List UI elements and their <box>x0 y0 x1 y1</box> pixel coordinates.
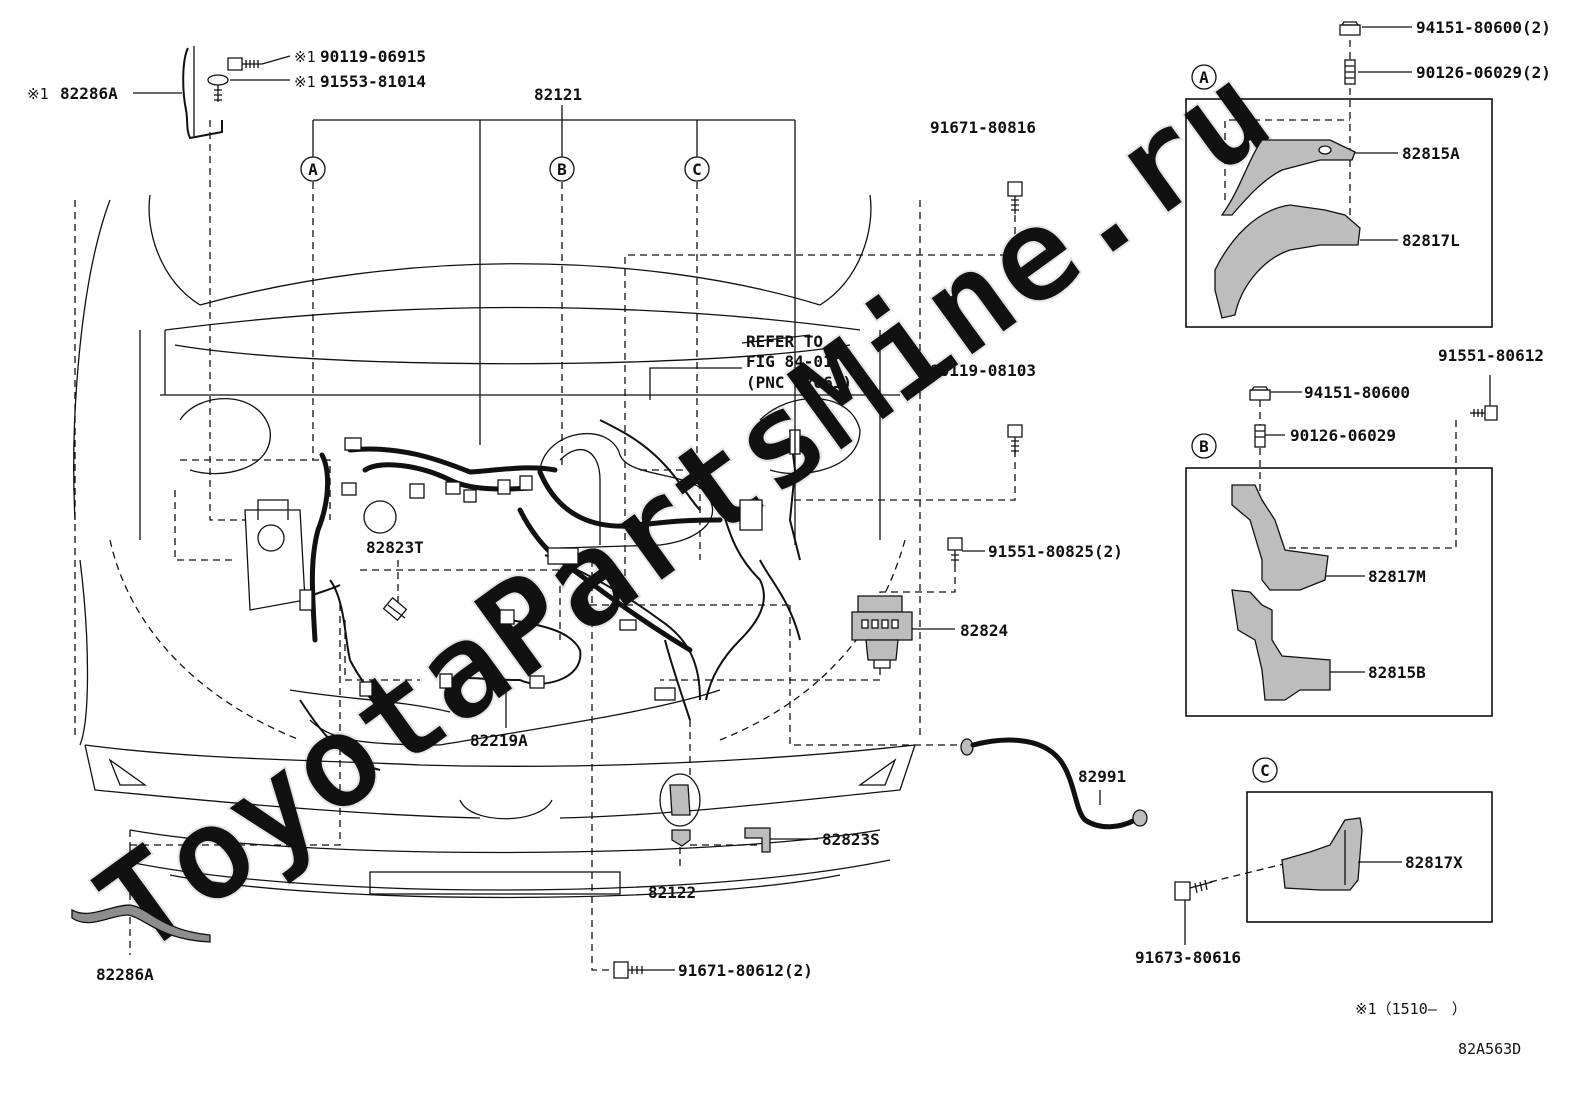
bracket-82815A-icon <box>1220 139 1356 216</box>
label-82823T: 82823T <box>366 538 424 557</box>
svg-text:C: C <box>1260 761 1270 780</box>
svg-text:B: B <box>1199 437 1209 456</box>
view-a-callout-detail: A <box>1191 64 1217 90</box>
view-a-panel <box>1185 40 1493 328</box>
label-90126-06029-2: 90126-06029(2) <box>1416 63 1551 82</box>
label-90119-06915: 90119-06915 <box>320 47 426 66</box>
bolt-91551-80612-icon <box>1470 405 1498 421</box>
label-82286A-top: 82286A <box>60 84 118 103</box>
bracket-82817M-icon <box>1231 484 1329 591</box>
stud-90126-06029-icon <box>1254 424 1266 448</box>
nut-94151-80600-icon <box>1249 386 1271 401</box>
bolt-91551-80825-icon <box>947 537 963 566</box>
bracket-82815B-icon <box>1231 589 1331 701</box>
bolt-91553-81014-icon <box>207 74 229 102</box>
label-82817L: 82817L <box>1402 231 1460 250</box>
label-82815A: 82815A <box>1402 144 1460 163</box>
label-91551-80612: 91551-80612 <box>1438 346 1544 365</box>
view-c-callout-main: C <box>684 156 710 182</box>
label-91671-80816: 91671-80816 <box>930 118 1036 137</box>
label-82219A: 82219A <box>470 731 528 750</box>
label-90126-06029: 90126-06029 <box>1290 426 1396 445</box>
label-94151-80600-2: 94151-80600(2) <box>1416 18 1551 37</box>
bolt-90119-08103-icon <box>1007 424 1023 455</box>
svg-text:B: B <box>557 160 567 179</box>
view-c-panel <box>1209 791 1493 923</box>
label-82815B: 82815B <box>1368 663 1426 682</box>
footnote-mark-91553: ※1 <box>294 73 316 91</box>
view-a-callout-main: A <box>300 156 326 182</box>
footnote-mark-90119: ※1 <box>294 48 316 66</box>
label-82823S: 82823S <box>822 830 880 849</box>
bolt-91671-80612-icon <box>613 961 645 979</box>
vehicle-outline <box>73 194 921 899</box>
relay-block-82824-icon <box>851 595 913 669</box>
refer-note-line-3: (PNC 82661) <box>746 373 852 392</box>
bracket-82817L-icon <box>1214 204 1361 319</box>
protector-82823S-icon <box>744 827 771 853</box>
label-82121: 82121 <box>534 85 582 104</box>
clamp-82122-icon <box>659 773 701 847</box>
label-82817X: 82817X <box>1405 853 1463 872</box>
label-94151-80600: 94151-80600 <box>1304 383 1410 402</box>
label-82991: 82991 <box>1078 767 1126 786</box>
label-leaders <box>133 26 1491 971</box>
svg-text:A: A <box>308 160 318 179</box>
bolt-90119-06915-icon <box>227 57 262 71</box>
label-82817M: 82817M <box>1368 567 1426 586</box>
svg-text:A: A <box>1199 68 1209 87</box>
wire-82991-icon <box>960 737 1148 830</box>
view-b-panel <box>1185 400 1493 717</box>
refer-note-line-1: REFER TO <box>746 332 823 351</box>
view-b-callout-main: B <box>549 156 575 182</box>
footnote-text: ※1（1510– ） <box>1355 1000 1467 1018</box>
ground-strap-82286A-top-icon <box>182 46 223 140</box>
label-91551-80825: 91551-80825(2) <box>988 542 1123 561</box>
label-90119-08103: 90119-08103 <box>930 361 1036 380</box>
label-91553-81014: 91553-81014 <box>320 72 426 91</box>
footnote-mark-82286A: ※1 <box>27 85 49 103</box>
label-82824: 82824 <box>960 621 1008 640</box>
refer-note-line-2: FIG 84-01 <box>746 352 833 371</box>
svg-text:C: C <box>692 160 702 179</box>
label-91673-80616: 91673-80616 <box>1135 948 1241 967</box>
label-82286A-bottom: 82286A <box>96 965 154 984</box>
stud-90126-06029-2-icon <box>1344 59 1356 85</box>
label-82122: 82122 <box>648 883 696 902</box>
view-c-callout-detail: C <box>1252 757 1278 783</box>
label-91671-80612: 91671-80612(2) <box>678 961 813 980</box>
nut-94151-80600-2-icon <box>1339 21 1361 36</box>
view-b-callout-detail: B <box>1191 433 1217 459</box>
bracket-82817X-icon <box>1281 817 1363 891</box>
leader-lines <box>129 105 1016 971</box>
bolt-91673-80616-icon <box>1174 879 1213 901</box>
ground-strap-82286A-bottom-icon <box>71 904 211 943</box>
bolt-91671-80816-icon <box>1007 181 1023 214</box>
diagram-code: 82A563D <box>1458 1040 1521 1058</box>
